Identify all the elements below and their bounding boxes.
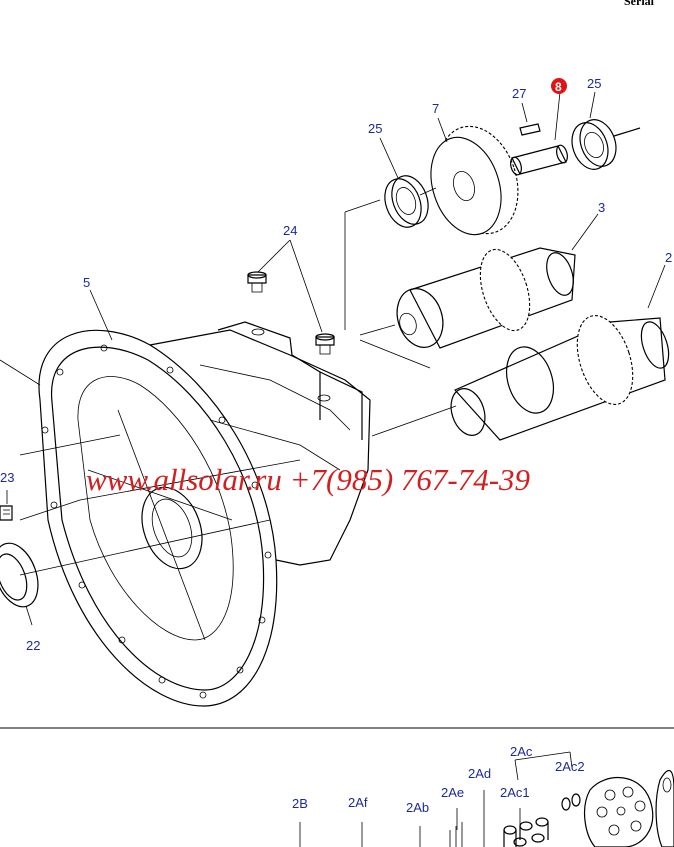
shaft-part-8 [510,144,568,176]
key-part-27 [519,123,541,136]
callout-25-right: 25 [587,76,601,91]
bolt-24-left [247,271,267,293]
gear-part-7 [430,125,519,236]
callout-5: 5 [83,275,90,290]
callout-23: 23 [0,470,14,485]
callout-2Ac2: 2Ac2 [555,759,585,774]
leader-lines [0,91,666,626]
screw-23 [0,505,13,521]
watermark-text: www.allsolar.ru +7(985) 767-74-39 [86,462,530,497]
callout-2B: 2B [292,796,308,811]
bolt-24-right [315,333,335,355]
bearing-25-left [384,175,429,228]
callout-7: 7 [432,101,439,116]
callout-8: 8 [555,80,562,94]
callout-3: 3 [598,200,605,215]
lower-subassembly [299,751,674,847]
seal-ring-22 [0,542,39,608]
callout-2Ab: 2Ab [406,800,429,815]
shaft-gear-part-2 [450,315,670,441]
callout-2Ac1: 2Ac1 [500,785,530,800]
callout-2Af: 2Af [348,795,368,810]
bearing-25-right [571,119,641,170]
callout-24: 24 [283,223,297,238]
callout-27: 27 [512,86,526,101]
callout-25-left: 25 [368,121,382,136]
corner-header-text: Serial [624,0,655,8]
callout-2Ae: 2Ae [441,785,464,800]
shaft-gear-part-3 [396,247,576,349]
callout-2Ad: 2Ad [468,766,491,781]
callout-2Ac: 2Ac [510,744,533,759]
callout-22: 22 [26,638,40,653]
callout-8-highlight [551,78,567,94]
callout-2: 2 [665,250,672,265]
housing-part-5 [38,321,371,707]
